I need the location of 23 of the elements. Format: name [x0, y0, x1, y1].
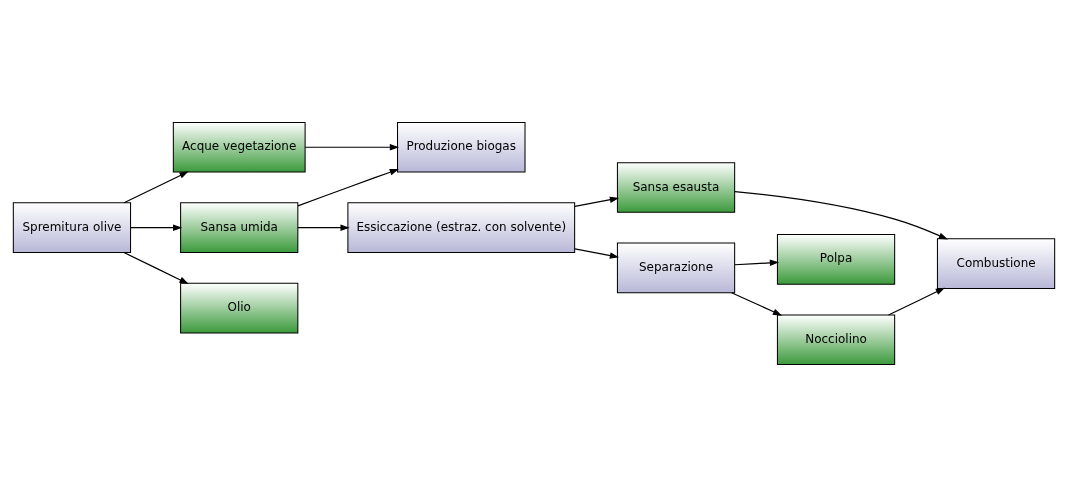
node-box: Separazione	[616, 242, 736, 293]
arrow	[297, 168, 399, 206]
node-box: Combustione	[936, 237, 1056, 289]
arrow	[887, 287, 946, 316]
node-box: Acque vegetazione	[172, 121, 306, 173]
node-box: Nocciolino	[776, 313, 896, 365]
node-box: Olio	[180, 282, 299, 333]
arrow	[304, 143, 400, 150]
arrow	[731, 291, 783, 316]
arrow	[123, 170, 189, 203]
arrow	[130, 223, 183, 231]
arrow	[734, 259, 780, 266]
node-box: Produzione biogas	[397, 121, 526, 173]
node-box: Sansa umida	[180, 201, 299, 253]
node-box: Polpa	[776, 233, 896, 285]
arrow	[123, 251, 189, 284]
arrow	[297, 223, 350, 231]
node-box: Sansa esausta	[616, 161, 736, 213]
node-box: Spremitura olive	[12, 201, 132, 253]
node-box: Essiccazione (estraz. con solvente)	[347, 201, 576, 253]
arrow	[574, 247, 620, 259]
arrow	[734, 190, 948, 240]
arrow	[574, 196, 620, 207]
